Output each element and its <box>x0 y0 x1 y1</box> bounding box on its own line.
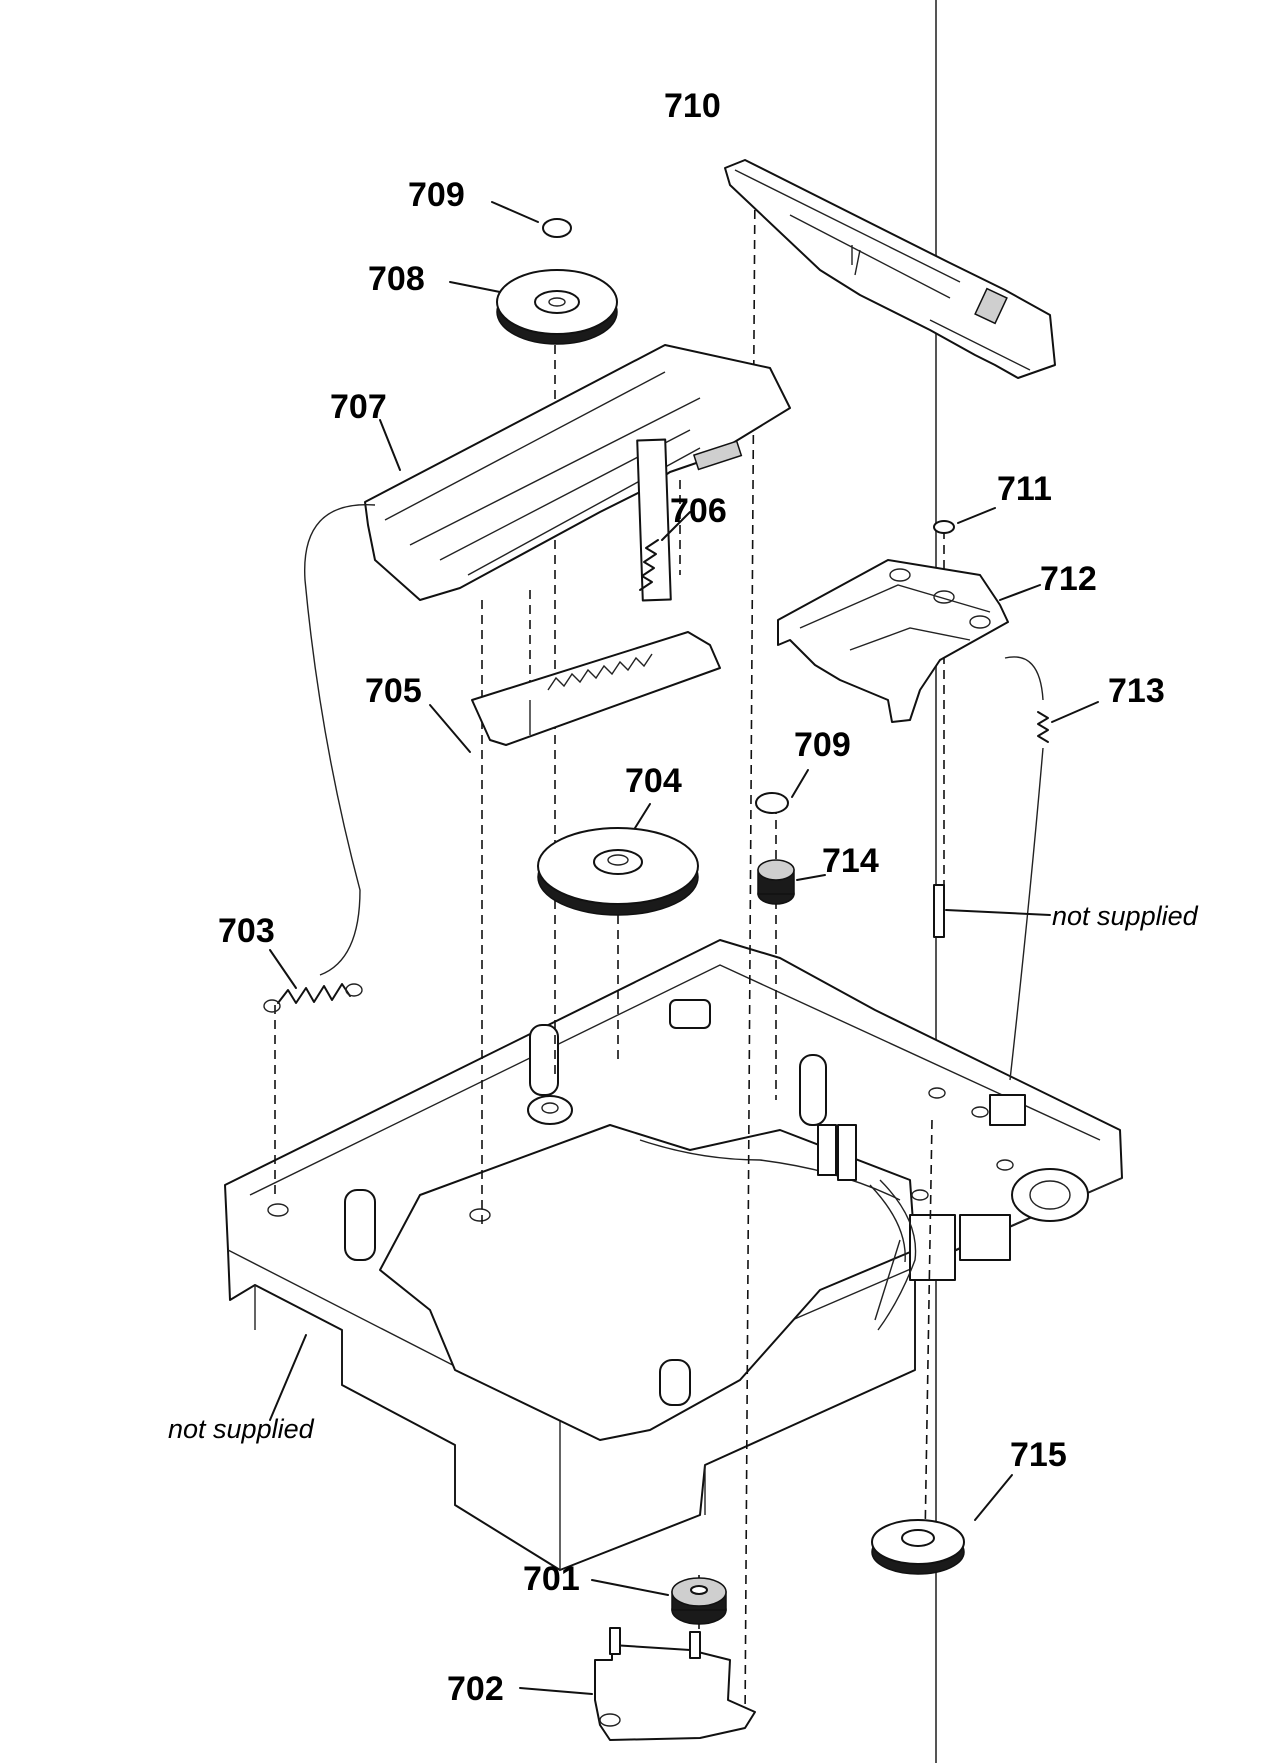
label-703: 703 <box>218 912 275 950</box>
part-709-top-washer <box>491 201 572 238</box>
part-704-gear <box>537 803 699 916</box>
label-714: 714 <box>822 842 879 880</box>
part-701-gear <box>591 1577 727 1625</box>
part-713-spring <box>1004 656 1099 1081</box>
label-713: 713 <box>1108 672 1165 710</box>
part-714-roller <box>757 859 826 905</box>
label-711: 711 <box>997 470 1052 508</box>
part-707-tray <box>304 344 791 976</box>
part-715-gear <box>871 1474 1013 1575</box>
label-710: 710 <box>664 87 721 125</box>
label-712: 712 <box>1040 560 1097 598</box>
label-707: 707 <box>330 388 387 426</box>
label-715: 715 <box>1010 1436 1067 1474</box>
part-703-spring <box>263 949 363 1013</box>
part-705-rack <box>429 631 721 753</box>
label-706: 706 <box>670 492 727 530</box>
part-710-slider <box>724 159 1056 379</box>
part-708-gear <box>449 269 618 345</box>
part-number-labels: 710 709 708 707 711 706 712 705 713 709 … <box>168 87 1199 1708</box>
part-702-bracket <box>519 1627 756 1741</box>
part-706-spring <box>639 511 691 591</box>
label-709-middle: 709 <box>794 726 851 764</box>
label-704: 704 <box>625 762 682 800</box>
note-not-supplied-left: not supplied <box>168 1414 315 1444</box>
not-supplied-shaft-right <box>933 884 1051 938</box>
part-711-washer <box>933 507 996 534</box>
label-702: 702 <box>447 1670 504 1708</box>
note-not-supplied-right: not supplied <box>1052 901 1199 931</box>
label-701: 701 <box>523 1560 580 1598</box>
label-708: 708 <box>368 260 425 298</box>
part-709-middle-washer <box>755 769 809 814</box>
label-705: 705 <box>365 672 422 710</box>
part-712-bracket <box>777 559 1041 723</box>
label-709-top: 709 <box>408 176 465 214</box>
base-chassis <box>224 939 1123 1571</box>
